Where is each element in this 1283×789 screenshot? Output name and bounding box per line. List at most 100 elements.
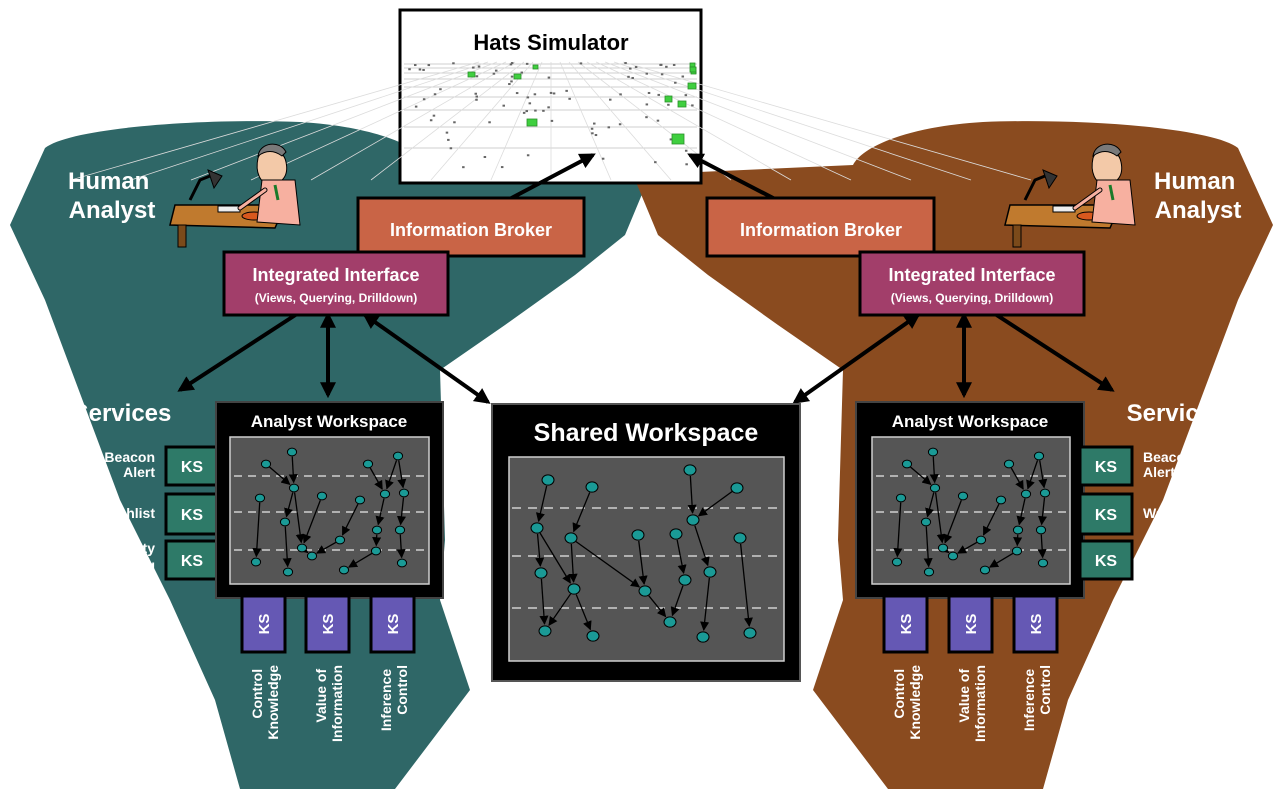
sim-grid-line [622,61,1032,181]
sim-entity [445,131,449,134]
sim-entity [432,114,436,117]
left-ks-inference-control[interactable]: KS [369,594,416,654]
sim-entity [492,72,496,75]
left-graph-edge [396,534,406,559]
shared-graph-node [669,528,683,540]
shared-workspace[interactable]: Shared Workspace [491,403,801,682]
shared-graph-node [663,616,677,628]
sim-entity [590,127,594,130]
shared-graph-edge [694,525,710,567]
left-graph-edge [375,498,385,526]
shared-graph-node [586,630,600,642]
sim-entity [634,66,638,69]
sim-entity [593,122,596,125]
left-ks-community-finding[interactable]: KS [164,539,220,581]
left-service-watchlist-label: Watchlist [93,505,155,521]
left-graph-edge [288,456,298,484]
sim-entity [629,67,632,70]
sim-entity [607,126,611,129]
left-graph-edge [293,492,305,544]
sim-entity [656,119,660,122]
left-ks-inference-control-label: KS [385,614,402,635]
left-ks-watchlist[interactable]: KS [164,492,220,536]
right-graph-node [1037,558,1049,568]
right-label-value-of-information: Value of Information [956,665,988,742]
right-analyst-workspace[interactable]: Analyst Workspace [855,401,1085,599]
left-information-broker[interactable]: Information Broker [356,196,586,258]
right-information-broker[interactable]: Information Broker [705,196,936,258]
left-ks-value-of-information[interactable]: KS [304,594,351,654]
right-graph-node [937,543,949,553]
right-ks-value-of-information[interactable]: KS [947,594,994,654]
shared-graph-node [530,522,544,534]
sim-entity [645,72,649,75]
right-ks-inference-control[interactable]: KS [1012,594,1059,654]
shared-graph-node [696,631,710,643]
right-graph-edge [923,526,933,568]
shared-graph-node [534,567,548,579]
shared-workspace-title: Shared Workspace [534,419,759,447]
left-graph-edge [369,467,383,490]
left-ks-beacon-alert[interactable]: KS [164,445,220,487]
sim-entity [475,98,478,101]
left-graph-node [316,491,328,501]
sim-entity [645,116,648,119]
right-ks-beacon-alert[interactable]: KS [1078,445,1134,487]
sim-entity [594,134,598,137]
right-graph-node [995,495,1007,505]
sim-grid-line [70,61,480,181]
right-ks-control-knowledge[interactable]: KS [882,594,929,654]
sim-highlighted-entity [532,64,539,70]
left-broker-label: Information Broker [390,220,552,240]
shared-graph-node [585,481,599,493]
left-graph-edge [282,526,292,568]
right-graph-node [891,557,903,567]
sim-highlighted-entity [513,73,522,80]
right-workspace-graph [891,447,1051,577]
shared-graph-node [733,532,747,544]
right-services-label: Services [1127,400,1226,427]
left-graph-node [279,517,291,527]
sim-entity [684,149,688,152]
sim-grid-line [190,61,498,181]
sim-entity [657,93,660,96]
right-service-watchlist-label: Watchlist [1143,505,1205,521]
left-integrated-interface[interactable]: Integrated Interface (Views, Querying, D… [222,250,450,317]
sim-grid-line [604,61,912,181]
right-graph-edge [910,466,932,485]
sim-entity [542,109,545,112]
right-graph-edge [1037,497,1048,526]
sim-highlighted-entity [687,82,697,90]
left-graph-edge [284,492,294,518]
right-integrated-interface[interactable]: Integrated Interface (Views, Querying, D… [858,250,1086,317]
left-graph-node [396,558,408,568]
sim-entity [565,89,568,92]
left-ks-control-knowledge-label: KS [256,614,273,635]
sim-entity [474,92,478,95]
left-analyst-workspace[interactable]: Analyst Workspace [215,401,444,599]
left-graph-edge [316,541,337,554]
shared-graph-node [564,532,578,544]
right-bottom-ks-labels: Control Knowledge Value of Information I… [891,665,1053,742]
left-ks-control-knowledge[interactable]: KS [240,594,287,654]
sim-entity [526,96,530,99]
sim-entity [494,69,498,72]
shared-graph-node [538,625,552,637]
sim-entity [522,111,526,114]
left-workspace-graph [250,447,410,577]
left-graph-node [392,451,404,461]
sim-grid-line [430,61,534,181]
left-graph-node [379,489,391,499]
sim-entity [422,68,425,71]
right-ks-watchlist[interactable]: KS [1078,492,1134,536]
right-analyst-illustration [1004,143,1136,248]
right-ks-inference-control-label: KS [1028,614,1045,635]
left-services-label: Services [73,400,172,427]
right-ks-community-finding[interactable]: KS [1078,539,1134,581]
shared-graph-node [567,583,581,595]
left-label-value-of-information: Value of Information [313,665,345,742]
shared-graph-edge [548,593,572,626]
